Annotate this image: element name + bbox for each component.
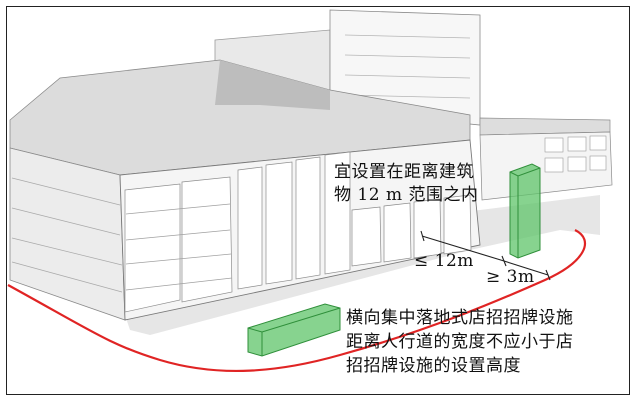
- annotation-bottom-line2: 距离人行道的宽度不应小于店: [346, 332, 574, 352]
- annex-windows: [544, 135, 607, 173]
- diagram-frame: [6, 6, 630, 395]
- annotation-top-line2: 物 12 m 范围之内: [334, 185, 479, 205]
- dimension-label-12m: ≤ 12m: [414, 251, 474, 271]
- annotation-bottom-line1: 横向集中落地式店招招牌设施: [346, 308, 574, 328]
- roof-shadow: [215, 60, 330, 110]
- boundary-line: [7, 229, 586, 373]
- dimension-label-3m: ≥ 3m: [486, 267, 535, 287]
- side-floor-lines: [11, 177, 123, 293]
- facade-pilasters: [124, 151, 351, 313]
- shopfront-openings: [351, 194, 472, 267]
- facade-floor-lines: [125, 203, 233, 291]
- annotation-top-line1: 宜设置在距离建筑: [334, 162, 474, 182]
- annotation-bottom-line3: 招招牌设施的设置高度: [346, 356, 521, 376]
- tower-floor-lines: [344, 34, 471, 99]
- dimension-lines: [420, 230, 551, 281]
- ground-sign: [247, 303, 341, 357]
